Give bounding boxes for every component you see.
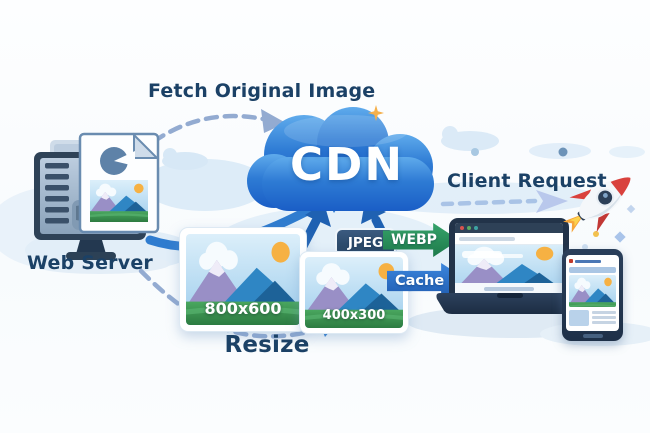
browser-content: [455, 245, 563, 283]
original-size-label: 800x600: [204, 299, 282, 318]
landscape-image: [569, 275, 616, 307]
resized-image-thumbnail: 400x300: [299, 251, 409, 334]
footer-pill: [484, 287, 534, 291]
phone-hero-image: [569, 275, 616, 307]
sparkle-icon: [368, 105, 384, 121]
laptop-browser-window: [455, 223, 563, 295]
phone-header: [566, 255, 619, 265]
home-button: [582, 334, 603, 338]
jpeg-badge-label: JPEG: [347, 234, 384, 251]
content-searchbar: [489, 254, 523, 258]
fetch-original-image-label: Fetch Original Image: [148, 80, 376, 102]
window-close-icon: [460, 226, 464, 230]
window-minimize-icon: [467, 226, 471, 230]
rocket-icon: [563, 177, 631, 233]
cache-badge-label: Cache: [395, 273, 445, 289]
cdn-label: CDN: [289, 138, 405, 191]
browser-toolbar: [455, 233, 563, 245]
image-document-icon: [78, 132, 160, 234]
address-bar: [459, 236, 515, 241]
window-maximize-icon: [474, 226, 478, 230]
resize-label: Resize: [224, 332, 310, 358]
web-server-icon: [34, 132, 160, 260]
phone-content-row: [566, 307, 619, 331]
resized-size-label: 400x300: [322, 308, 386, 323]
content-thumbnail: [569, 310, 589, 326]
content-text-lines: [592, 310, 616, 328]
browser-footer: [455, 283, 563, 295]
browser-titlebar: [455, 223, 563, 233]
client-request-label: Client Request: [447, 170, 607, 192]
laptop-device: [449, 218, 569, 295]
phone-device: [562, 249, 623, 341]
header-line: [575, 259, 601, 263]
web-server-label: Web Server: [27, 252, 153, 274]
phone-screen: [566, 255, 619, 331]
client-request-arrow: [440, 190, 568, 213]
logo-icon: [569, 259, 573, 263]
original-image-thumbnail: 800x600: [179, 227, 307, 332]
nav-band: [569, 267, 616, 273]
webp-badge-label: WEBP: [391, 232, 437, 248]
content-card: [462, 251, 502, 258]
